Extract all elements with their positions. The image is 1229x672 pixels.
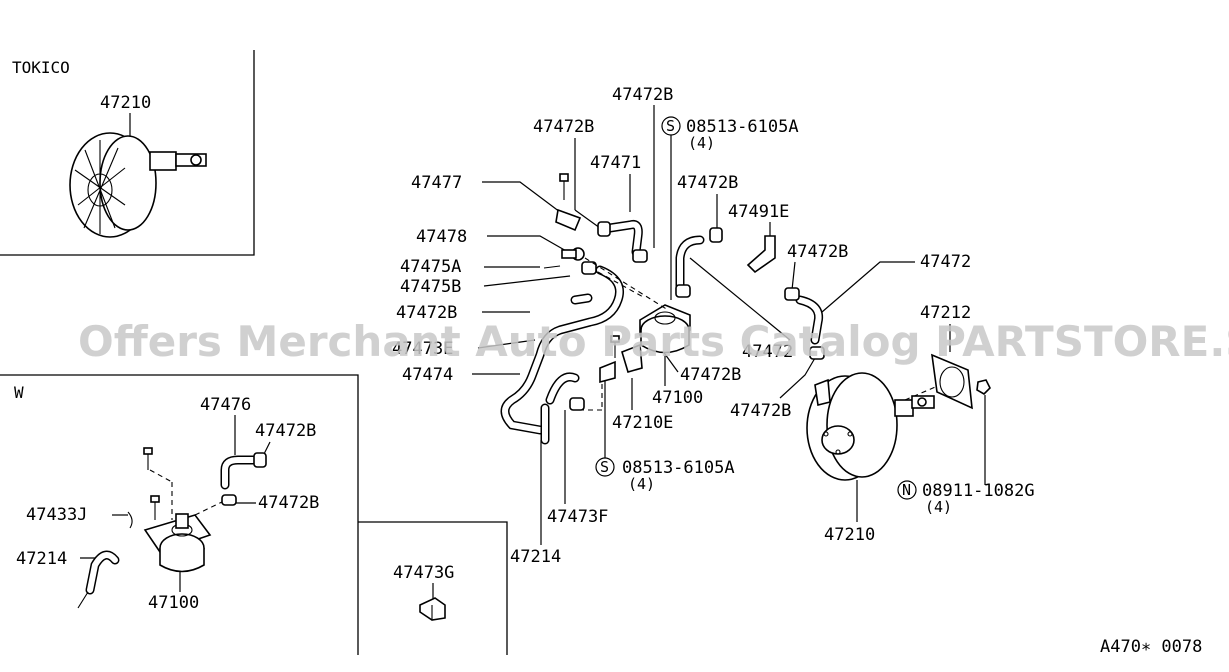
panel-tokico: TOKICO 47210 [12,58,207,238]
label-47478: 47478 [416,227,467,247]
label-08513-bottom: 08513-6105A [622,458,735,478]
label-47472-partial: 47472 [742,342,793,362]
label-47433J-w: 47433J [26,505,87,525]
panel-frames [0,50,508,655]
hose-icon [545,372,580,405]
label-47474: 47474 [402,365,453,385]
panel-g: 47473G [393,563,454,621]
label-47100: 47100 [652,388,703,408]
label-08911: 08911-1082G [922,481,1035,501]
panel-tokico-title: TOKICO [12,58,70,77]
label-47471: 47471 [590,153,641,173]
diagram-code: A470∗ 0078 [1100,637,1202,657]
label-47472B-top: 47472B [612,85,673,105]
label-47472B-c: 47472B [787,242,848,262]
label-47472B-e: 47472B [680,365,741,385]
hose-icon [795,295,824,345]
master-vacuum-tank-icon [639,304,691,354]
marker-n: N [902,481,911,499]
label-47212: 47212 [920,303,971,323]
clamp-icon [221,452,267,506]
label-08911-qty: (4) [925,498,952,516]
watermark-text: Offers Merchant Auto Parts Catalog PARTS… [78,317,1229,366]
brake-booster-icon [806,372,935,481]
connector-icon [555,208,585,261]
label-47472: 47472 [920,252,971,272]
gasket-plate-icon [931,353,973,410]
label-47477: 47477 [411,173,462,193]
main-parts [500,173,991,481]
label-47472B-b: 47472B [677,173,738,193]
clamp-icon [419,597,446,621]
panel-w: W 47476 47472B 47472B 47433J 47214 47100 [14,383,319,613]
marker-s-bottom: S [600,458,609,476]
hose-icon [500,265,624,435]
bolt-icon [143,447,160,520]
label-47491E: 47491E [728,202,789,222]
label-47214-w: 47214 [16,549,67,569]
label-08513-top-qty: (4) [688,134,715,152]
label-47210E: 47210E [612,413,673,433]
hose-icon [77,550,120,609]
label-47475B: 47475B [400,277,461,297]
bolt-icon [543,173,620,358]
label-47473E: 47473E [392,339,453,359]
label-47210: 47210 [824,525,875,545]
label-47472B-w-b: 47472B [258,493,319,513]
bracket-icon [746,235,776,274]
hose-icon [570,293,593,305]
panel-w-title: W [14,383,24,402]
label-47214: 47214 [510,547,561,567]
marker-s-top: S [666,117,675,135]
label-47473F: 47473F [547,507,608,527]
label-08513-bottom-qty: (4) [628,475,655,493]
hose-icon [675,235,705,295]
label-47475A: 47475A [400,257,461,277]
main-labels: 47472B S 08513-6105A (4) 47472B 47471 47… [392,85,1035,567]
hose-icon [220,455,260,490]
bracket-icon [599,343,643,384]
label-47472B-a: 47472B [533,117,594,137]
label-47472B-d: 47472B [396,303,457,323]
master-vacuum-tank-icon [143,513,212,573]
label-47100-w: 47100 [148,593,199,613]
label-47472B-w-a: 47472B [255,421,316,441]
label-47472B-f: 47472B [730,401,791,421]
brake-booster-icon [69,132,207,238]
clamp-icon [569,221,825,411]
label-47210-tokico: 47210 [100,93,151,113]
hose-icon [605,220,643,257]
label-47476-w: 47476 [200,395,251,415]
label-08513-top: 08513-6105A [686,117,799,137]
label-47473G: 47473G [393,563,454,583]
nut-icon [976,379,991,395]
